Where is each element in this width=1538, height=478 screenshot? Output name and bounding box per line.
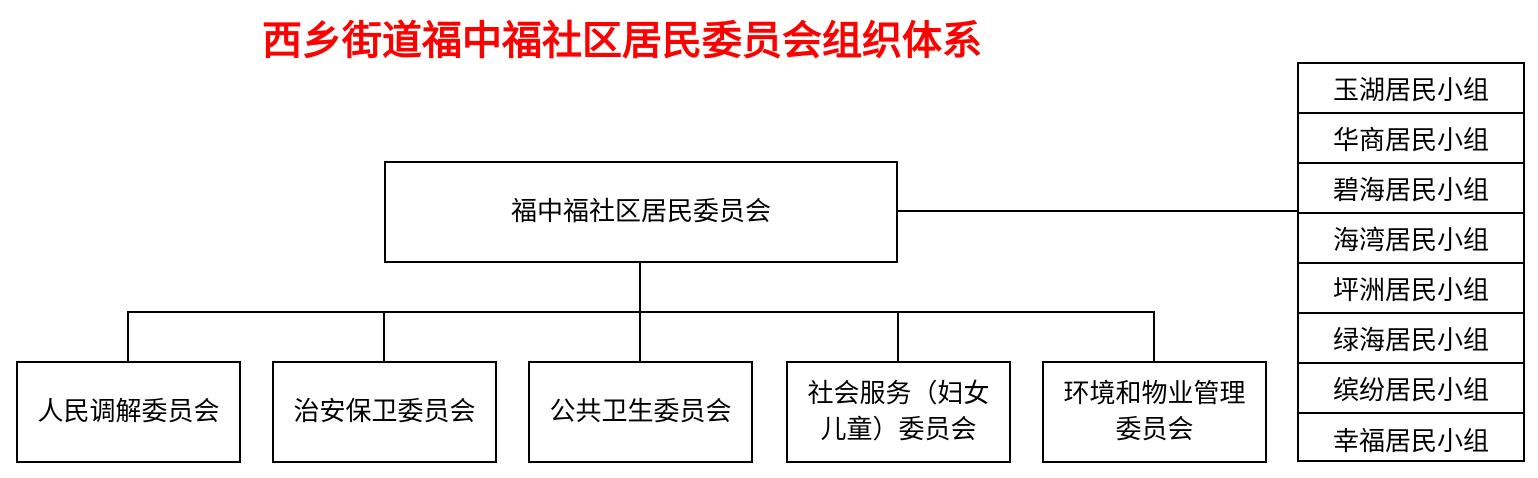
committee-drop-connector bbox=[897, 311, 899, 362]
resident-group-item: 玉湖居民小组 bbox=[1299, 64, 1523, 114]
committee-label-line-1: 社会服务（妇女 bbox=[807, 379, 990, 409]
resident-group-item: 碧海居民小组 bbox=[1299, 164, 1523, 214]
root-node-label: 福中福社区居民委员会 bbox=[510, 197, 771, 227]
committee-label-line-2: 儿童）委员会 bbox=[820, 415, 977, 445]
committee-label-line-1: 环境和物业管理 bbox=[1063, 379, 1246, 409]
committee-drop-connector bbox=[383, 311, 385, 362]
resident-group-item: 缤纷居民小组 bbox=[1299, 364, 1523, 414]
root-down-connector bbox=[639, 261, 641, 312]
committee-label-line-2: 委员会 bbox=[1115, 415, 1194, 445]
committee-label: 公共卫生委员会 bbox=[549, 397, 732, 427]
committee-node-public-health: 公共卫生委员会 bbox=[528, 361, 753, 463]
resident-group-item: 幸福居民小组 bbox=[1332, 426, 1489, 457]
root-node-residents-committee: 福中福社区居民委员会 bbox=[384, 161, 898, 263]
committee-node-mediation: 人民调解委员会 bbox=[16, 361, 241, 463]
committee-node-security: 治安保卫委员会 bbox=[272, 361, 497, 463]
page-title: 西乡街道福中福社区居民委员会组织体系 bbox=[262, 18, 982, 64]
committee-bus-connector bbox=[127, 311, 1155, 313]
committee-label: 治安保卫委员会 bbox=[293, 397, 476, 427]
committee-node-social-services: 社会服务（妇女 儿童）委员会 bbox=[786, 361, 1011, 463]
committee-label: 人民调解委员会 bbox=[37, 397, 220, 427]
committee-node-environment-property: 环境和物业管理 委员会 bbox=[1042, 361, 1267, 463]
resident-group-item: 海湾居民小组 bbox=[1299, 214, 1523, 264]
root-to-groups-connector bbox=[897, 210, 1297, 212]
committee-drop-connector bbox=[127, 311, 129, 362]
committee-drop-connector bbox=[1153, 311, 1155, 362]
resident-group-item: 坪洲居民小组 bbox=[1299, 264, 1523, 314]
resident-group-list: 玉湖居民小组 华商居民小组 碧海居民小组 海湾居民小组 坪洲居民小组 绿海居民小… bbox=[1297, 62, 1525, 462]
resident-group-item: 华商居民小组 bbox=[1299, 114, 1523, 164]
resident-group-item: 绿海居民小组 bbox=[1299, 314, 1523, 364]
committee-drop-connector bbox=[639, 311, 641, 362]
